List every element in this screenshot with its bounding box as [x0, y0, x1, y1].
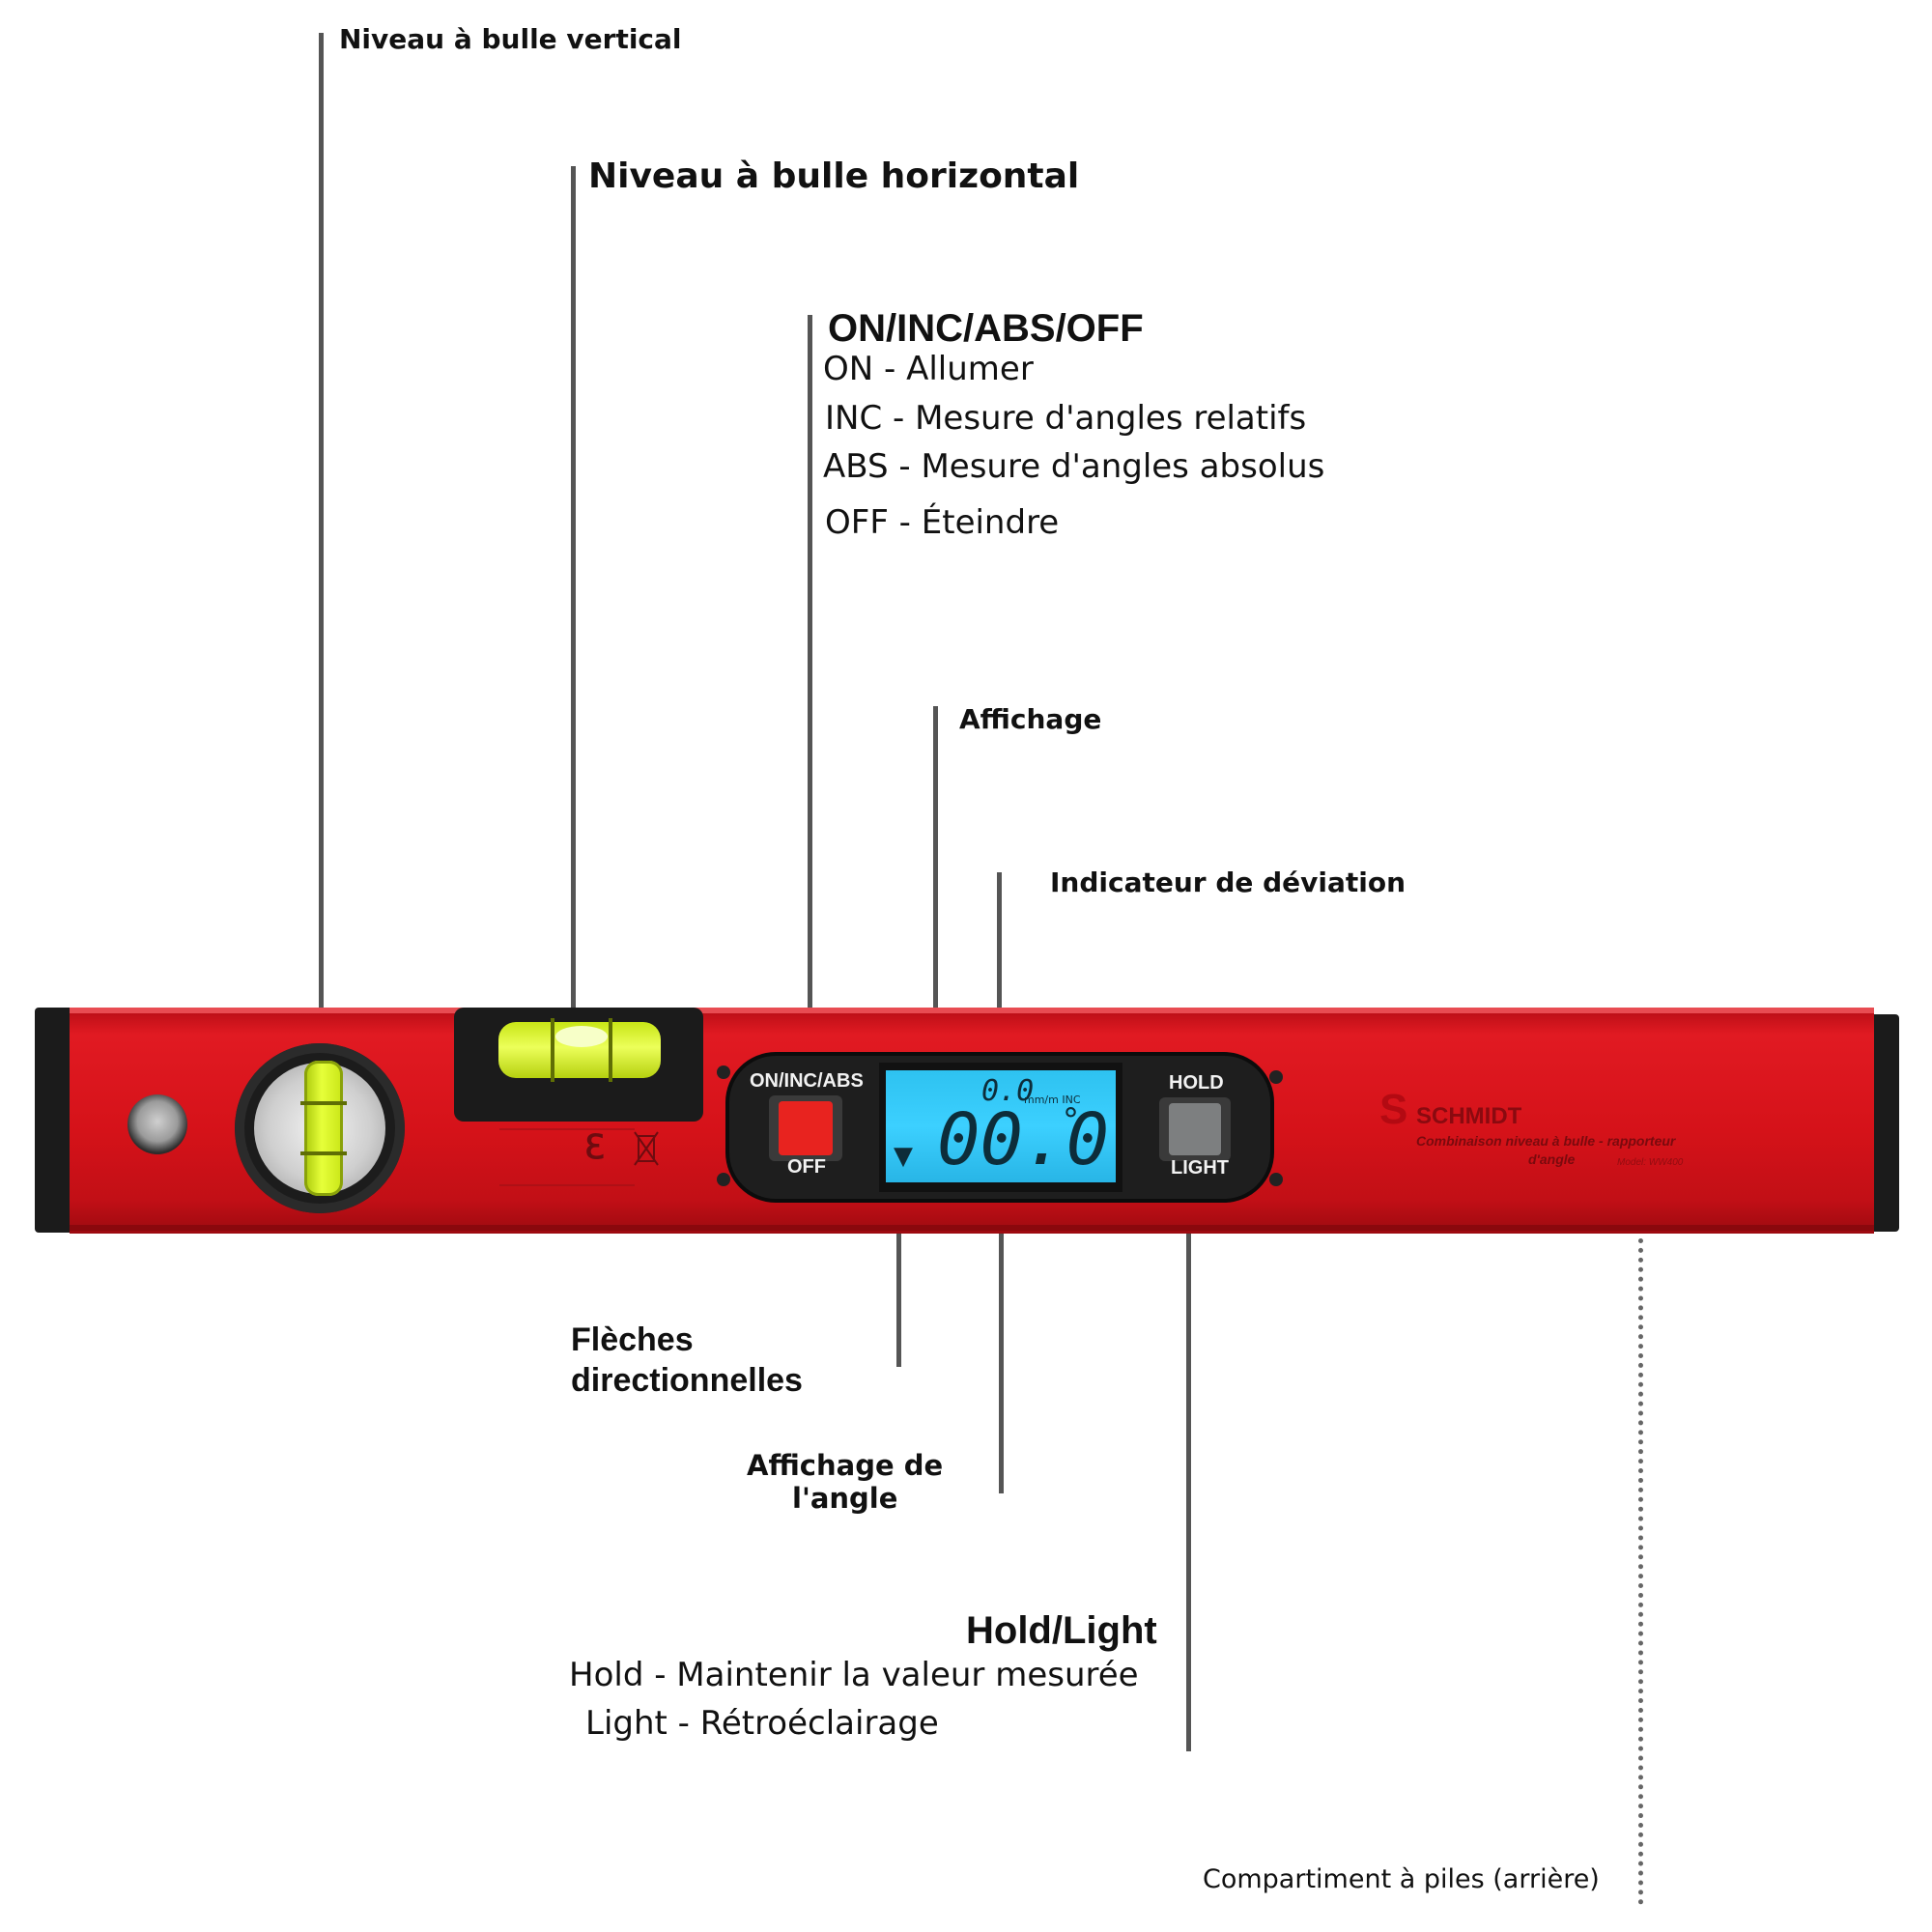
label-power-inc: INC - Mesure d'angles relatifs: [825, 399, 1307, 438]
screw-bottom-left: [717, 1173, 730, 1186]
label-power-title: ON/INC/ABS/OFF: [828, 307, 1144, 350]
label-angle-display-line1: Affichage de: [747, 1449, 944, 1482]
hanging-hole: [128, 1094, 187, 1154]
label-power-abs: ABS - Mesure d'angles absolus: [823, 447, 1325, 486]
label-angle-display-line2: l'angle: [792, 1482, 898, 1515]
vertical-vial-mark-bottom: [300, 1151, 347, 1155]
vertical-vial-mark-top: [300, 1101, 347, 1105]
brand-name: SCHMIDT: [1416, 1103, 1522, 1129]
label-vertical-bubble: Niveau à bulle vertical: [339, 23, 682, 55]
leader-horizontal-bubble: [571, 166, 576, 1047]
leader-angle-display: [999, 1188, 1004, 1493]
leader-vertical-bubble: [319, 33, 324, 1086]
vertical-vial: [304, 1061, 343, 1196]
power-button[interactable]: [779, 1101, 833, 1155]
end-cap-left: [35, 1008, 73, 1233]
label-battery: Compartiment à piles (arrière): [1203, 1864, 1600, 1894]
label-hold-title: Hold/Light: [966, 1609, 1157, 1652]
label-power-off: OFF - Éteindre: [825, 503, 1060, 542]
leader-hold-light: [1186, 1180, 1191, 1751]
leader-battery: [1638, 1238, 1643, 1905]
hold-button-label-top: HOLD: [1169, 1072, 1224, 1094]
lcd-deviation-unit: mm/m INC: [1024, 1094, 1081, 1106]
weee-bin-icon: [634, 1131, 659, 1166]
brand-tagline-2: d'angle: [1528, 1151, 1576, 1167]
lcd-direction-arrow: ▼: [894, 1142, 913, 1171]
label-arrows-line1: Flèches: [571, 1321, 694, 1358]
ce-mark-icon: ℇ: [584, 1129, 605, 1166]
manufacturer-print: [499, 1128, 635, 1186]
leader-arrows: [896, 1188, 901, 1367]
model-number: Model: WW400: [1617, 1157, 1684, 1168]
label-arrows-line2: directionnelles: [571, 1362, 803, 1399]
level-top-edge: [70, 1008, 1874, 1013]
power-button-label-top: ON/INC/ABS: [750, 1070, 864, 1092]
horizontal-vial-bubble: [555, 1026, 608, 1047]
lcd-degree-symbol: °: [1063, 1101, 1079, 1140]
power-button-label-bottom: OFF: [787, 1156, 826, 1178]
hold-light-button[interactable]: [1169, 1103, 1221, 1155]
leader-power-button: [808, 315, 812, 1078]
lcd-angle-value: 00.0: [937, 1098, 1110, 1181]
label-horizontal-bubble: Niveau à bulle horizontal: [588, 156, 1080, 196]
label-power-on: ON - Allumer: [823, 350, 1034, 388]
horizontal-vial-mark-right: [609, 1018, 612, 1082]
label-display: Affichage: [959, 703, 1102, 735]
screw-bottom-right: [1269, 1173, 1283, 1186]
leader-deviation: [997, 872, 1002, 1083]
hold-button-label-bottom: LIGHT: [1171, 1157, 1229, 1179]
leader-display: [933, 706, 938, 1086]
lcd-display: [886, 1070, 1116, 1182]
brand-logo-icon: S: [1379, 1086, 1408, 1133]
end-cap-right: [1870, 1014, 1899, 1232]
level-bottom-edge: [70, 1225, 1874, 1231]
label-deviation: Indicateur de déviation: [1050, 867, 1406, 898]
label-hold-desc: Hold - Maintenir la valeur mesurée: [569, 1656, 1139, 1694]
brand-tagline: Combinaison niveau à bulle - rapporteur: [1416, 1133, 1676, 1149]
screw-top-right: [1269, 1070, 1283, 1084]
screw-top-left: [717, 1065, 730, 1079]
label-light-desc: Light - Rétroéclairage: [585, 1704, 939, 1743]
lcd-deviation-value: 0.0: [981, 1074, 1035, 1108]
horizontal-vial-mark-left: [551, 1018, 554, 1082]
